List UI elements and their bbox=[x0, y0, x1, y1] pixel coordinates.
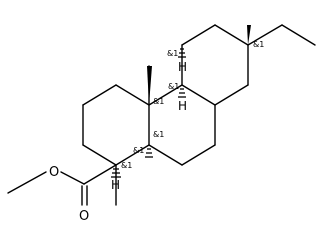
stereo-label-ring-junction-low: &1 bbox=[153, 130, 164, 139]
hashed-bonds bbox=[111, 48, 186, 178]
wedge-bond-angular-methyl bbox=[147, 66, 152, 105]
ester-oxygen-label: O bbox=[49, 165, 59, 180]
stereo-label-ring-junction-bottom: &1 bbox=[133, 146, 144, 155]
wedge-bond-ethyl-methyl bbox=[247, 25, 251, 45]
carbonyl-oxygen-label: O bbox=[79, 209, 89, 224]
stereo-label-quaternary-ethyl: &1 bbox=[253, 40, 264, 49]
stereo-label-ring-junction-top: &1 bbox=[167, 49, 178, 58]
hydrogen-label-bottom: H bbox=[111, 178, 120, 192]
bonds bbox=[7, 24, 316, 206]
stereo-label-ester-alpha: &1 bbox=[121, 161, 132, 170]
stereo-label-angular-methyl: &1 bbox=[153, 97, 164, 106]
chemical-structure-diagram: O O H H H &1 &1 &1 &1 &1 &1 &1 bbox=[7, 24, 316, 224]
hydrogen-label-middle: H bbox=[178, 99, 187, 113]
wedge-bonds bbox=[147, 25, 251, 105]
hydrogen-label-top: H bbox=[178, 60, 187, 74]
stereo-label-ring-junction-mid: &1 bbox=[168, 82, 179, 91]
